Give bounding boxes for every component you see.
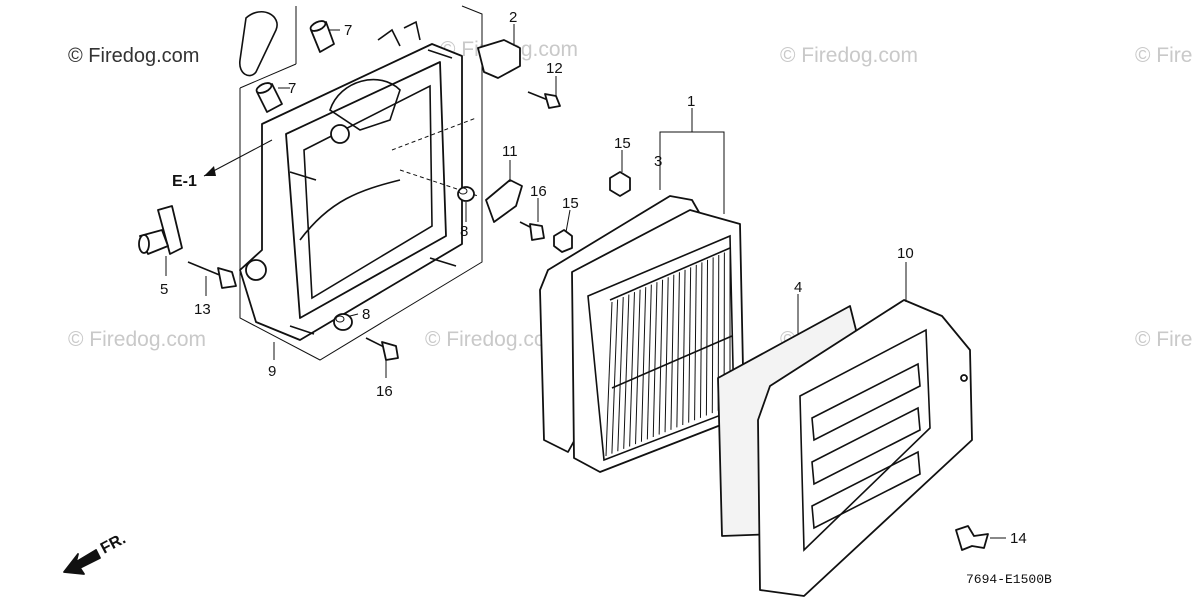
bolt-12 [527,91,561,109]
callout-15-upper: 15 [614,135,631,152]
collar-8-upper [457,186,475,202]
filter-pleat [711,257,714,414]
filter-pleat [688,267,692,423]
callout-8-lower: 8 [362,306,370,323]
callout-5: 5 [160,281,168,298]
filter-pleat [640,287,647,442]
air-cleaner-case-group-outline [239,5,483,361]
watermark-top-left: © Firedog.com [68,45,199,67]
filter-pleat [629,292,635,447]
diagram-code: 7694-E1500B [966,572,1052,587]
filter-pleat [646,284,652,440]
filter-pleat [635,289,641,445]
filter-pleat [611,299,619,454]
filter-pleat [682,269,686,426]
filter-pleat [705,259,709,416]
watermark-mid-left: © Firedog.com [68,328,206,351]
callout-8-upper: 8 [460,223,468,240]
leader-lines [165,24,1006,539]
collar-7-upper [309,20,335,53]
callout-11: 11 [502,143,518,160]
filter-pleat [605,301,613,457]
watermark-top-edge: © Fire [1135,44,1192,67]
air-cleaner-element-3 [539,195,745,473]
callout-13: 13 [194,301,211,318]
nut-15-lower [553,229,573,253]
gasket-ring [239,11,278,77]
collar-7-lower [255,82,283,113]
filter-pleat [658,279,664,435]
filter-pleats [605,250,731,457]
filter-pleat [652,282,658,437]
callout-2: 2 [509,9,517,26]
air-cleaner-cover-10 [757,299,973,597]
plate-11 [485,179,523,223]
wing-nut-14 [955,525,989,551]
breather-tube-5 [138,205,183,255]
watermark-mid-edge: © Fire [1135,328,1192,351]
watermark-top-right: © Firedog.com [780,44,918,67]
callout-16-lower: 16 [376,383,393,400]
bolt-13 [187,261,237,289]
callout-3: 3 [654,153,662,170]
callout-16-upper: 16 [530,183,547,200]
callout-15-lower: 15 [562,195,579,212]
callout-12: 12 [546,60,563,77]
callout-4: 4 [794,279,802,296]
reference-e1-label: E-1 [172,173,197,190]
front-arrow-icon [63,549,101,575]
callout-7-upper: 7 [344,22,352,39]
filter-pleat [617,297,624,452]
callout-10: 10 [897,245,914,262]
callout-7-lower: 7 [288,80,296,97]
bolt-16-lower [365,337,399,361]
watermark-mid-center: © Firedog.com [425,328,563,351]
collar-8-lower [333,313,353,331]
filter-pleat [699,262,703,418]
filter-pleat [670,274,675,430]
filter-pleat [676,272,680,428]
bracket-2 [477,39,521,79]
air-cleaner-case [239,20,463,341]
filter-pleat [623,294,630,449]
filter-pleat [664,277,669,433]
callout-1: 1 [687,93,695,110]
filter-pleat [694,264,697,421]
nut-15-upper [609,171,631,197]
callout-9: 9 [268,363,276,380]
callout-14: 14 [1010,530,1027,547]
bolt-16-upper [519,221,545,241]
dashed-guide-1 [391,117,477,151]
front-label: FR. [98,530,129,557]
